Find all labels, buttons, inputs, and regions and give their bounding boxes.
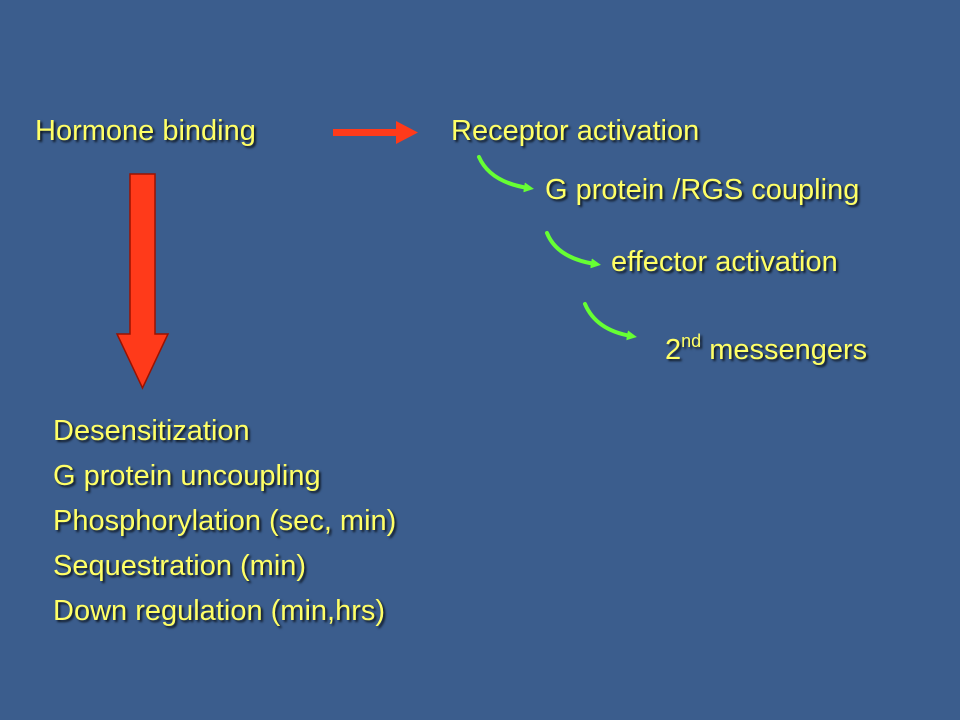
arrow-gprotein-to-effector	[545, 231, 601, 269]
receptor-activation-label: Receptor activation	[451, 115, 700, 147]
effector-activation-label: effector activation	[611, 246, 838, 278]
second-messengers-label: 2nd messengers	[665, 332, 868, 366]
desensitization-list: Desensitization G protein uncoupling Pho…	[53, 409, 396, 634]
desensitization-item: Desensitization	[53, 415, 250, 447]
desensitization-item: Sequestration (min)	[53, 550, 307, 582]
second-messengers-number: 2	[665, 334, 682, 366]
hormone-binding-label: Hormone binding	[35, 115, 256, 147]
arrow-receptor-to-gprotein	[477, 155, 534, 193]
arrow-hormone-to-receptor	[333, 121, 418, 144]
desensitization-item: Down regulation (min,hrs)	[53, 595, 386, 627]
arrow-to-desensitization	[115, 173, 170, 390]
arrow-effector-to-messengers	[583, 302, 637, 341]
second-messengers-text: messengers	[701, 334, 868, 366]
g-protein-coupling-label: G protein /RGS coupling	[545, 174, 860, 206]
second-messengers-suffix: nd	[681, 331, 702, 351]
desensitization-item: Phosphorylation (sec, min)	[53, 505, 397, 537]
desensitization-item: G protein uncoupling	[53, 460, 321, 492]
